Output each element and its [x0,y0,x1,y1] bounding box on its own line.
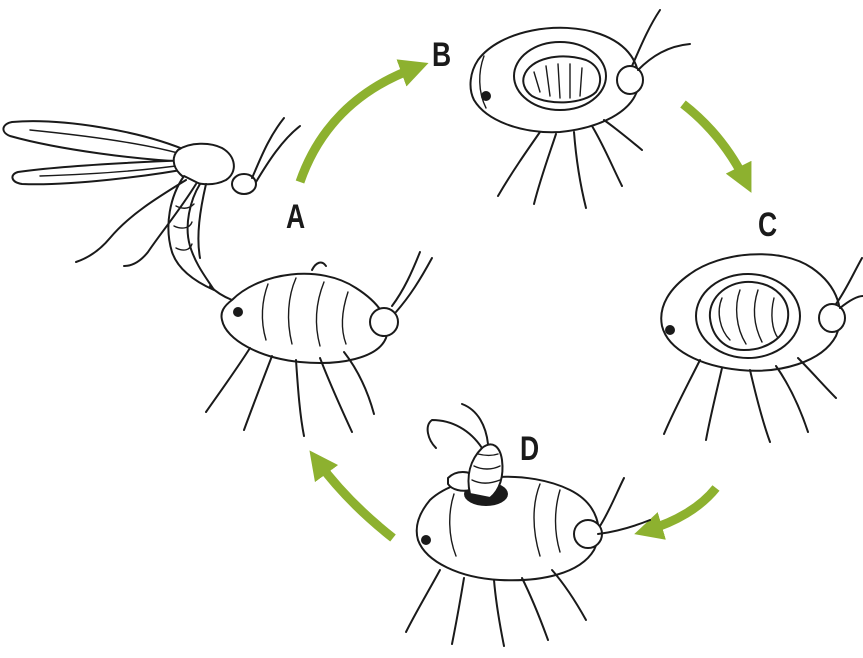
stage-label-a: A [286,200,305,234]
stage-b-illustration [471,10,690,208]
arrow-d-to-a [318,462,393,538]
aphid-a [206,252,432,436]
stage-label-b: B [432,38,451,72]
arrow-a-to-b [300,68,415,182]
arrow-c-to-d [648,488,716,530]
stage-label-c: C [758,208,777,242]
wasp-wings [3,121,192,184]
stage-a-illustration [3,118,432,436]
stage-label-d: D [520,432,539,466]
arrow-b-to-c [683,104,745,180]
stage-c-illustration [661,254,863,442]
